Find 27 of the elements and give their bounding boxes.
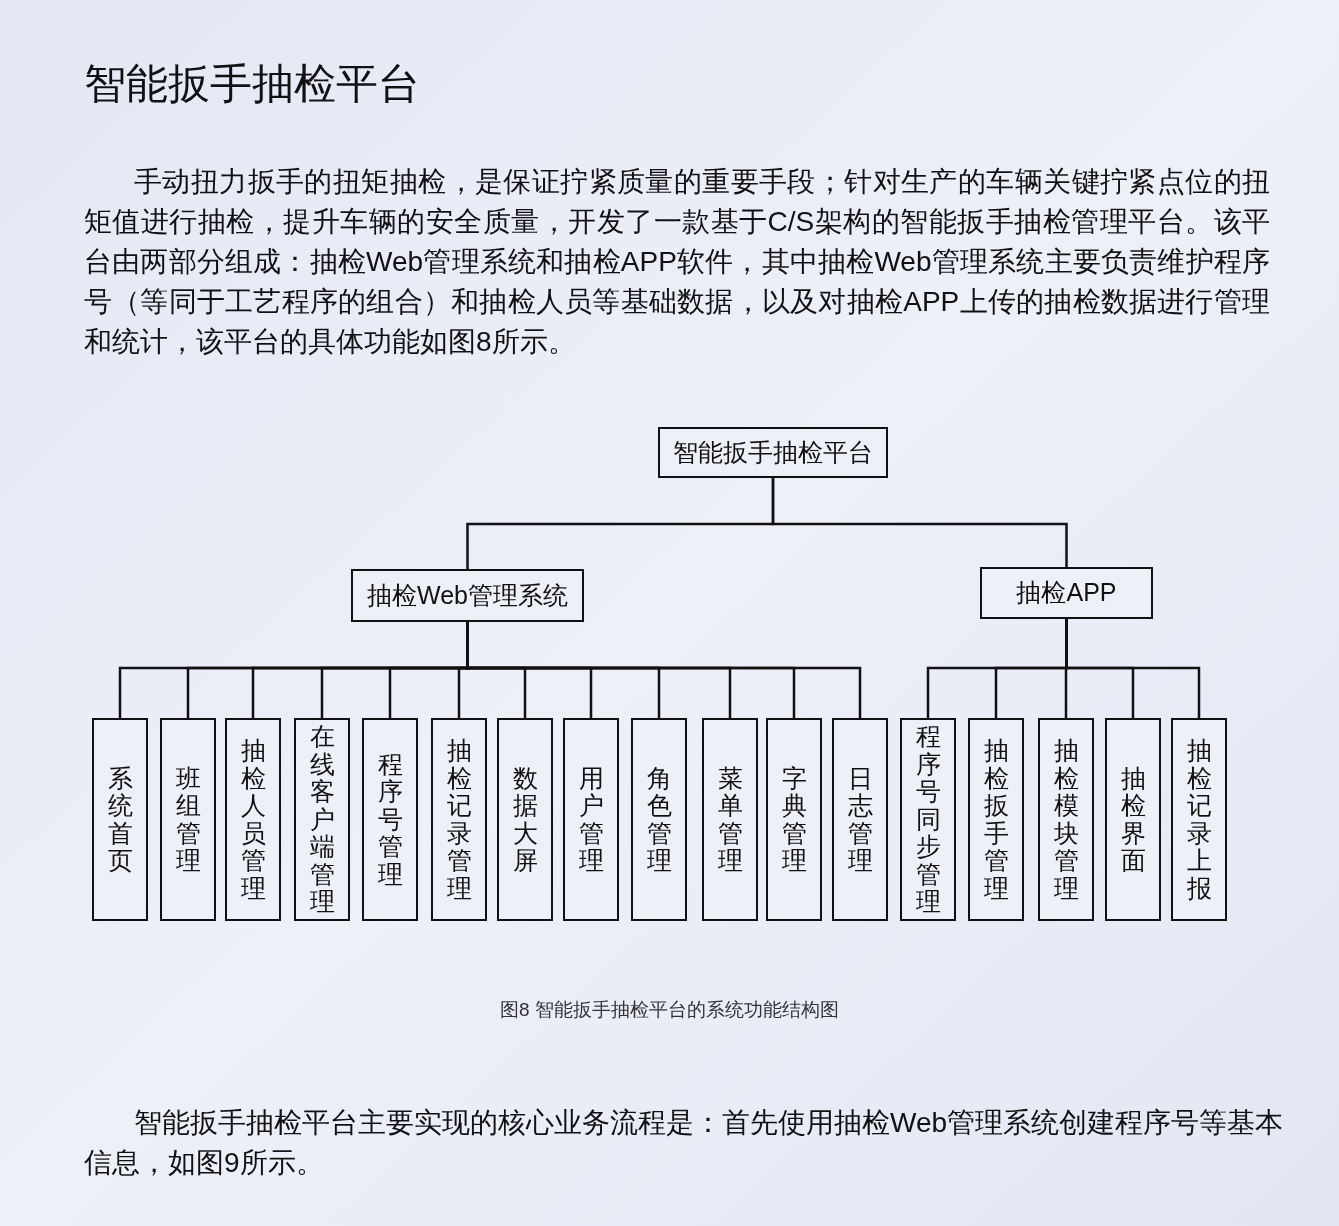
function-box: 日志管理 bbox=[832, 718, 888, 921]
connector-line bbox=[466, 622, 862, 718]
function-box: 抽检记录上报 bbox=[1171, 718, 1227, 921]
connector-line bbox=[1065, 619, 1201, 718]
page-title: 智能扳手抽检平台 bbox=[84, 58, 420, 110]
function-box: 在线客户端管理 bbox=[294, 718, 350, 921]
function-box: 角色管理 bbox=[631, 718, 687, 921]
figure-caption: 图8 智能扳手抽检平台的系统功能结构图 bbox=[499, 998, 840, 1022]
function-box: 菜单管理 bbox=[702, 718, 758, 921]
function-box: 字典管理 bbox=[766, 718, 822, 921]
function-box: 班组管理 bbox=[160, 718, 216, 921]
function-box: 抽检界面 bbox=[1105, 718, 1161, 921]
function-box: 抽检人员管理 bbox=[225, 718, 281, 921]
connector-line bbox=[771, 478, 1068, 567]
module-box: 抽检Web管理系统 bbox=[351, 569, 584, 622]
function-box: 抽检扳手管理 bbox=[968, 718, 1024, 921]
module-box: 智能扳手抽检平台 bbox=[658, 427, 888, 478]
function-box: 抽检记录管理 bbox=[431, 718, 487, 921]
function-box: 抽检模块管理 bbox=[1038, 718, 1094, 921]
function-box: 系统首页 bbox=[92, 718, 148, 921]
module-box: 抽检APP bbox=[980, 567, 1153, 619]
function-box: 用户管理 bbox=[563, 718, 619, 921]
paragraph: 智能扳手抽检平台主要实现的核心业务流程是：首先使用抽检Web管理系统创建程序号等基本信息，如图9所示。 bbox=[84, 1106, 1284, 1180]
function-box: 程序号同步管理 bbox=[900, 718, 956, 921]
function-box: 数据大屏 bbox=[497, 718, 553, 921]
paragraph: 手动扭力扳手的扭矩抽检，是保证拧紧质量的重要手段；针对生产的车辆关键拧紧点位的扭矩值进行抽检，提升车辆的安全质量，开发了一款基于C/S架构的智能扳手抽检管理平台。该平台由两部分组成：抽检Web管理系统和抽检APP软件，其中抽检Web管理系统主要负责维护程序号（等同于工艺程序的组合）和抽检人员等基础数据，以及对抽检APP上传的抽检数据进行管理和统计，该平台的具体功能如图8所示。 bbox=[84, 165, 1270, 359]
function-box: 程序号管理 bbox=[362, 718, 418, 921]
